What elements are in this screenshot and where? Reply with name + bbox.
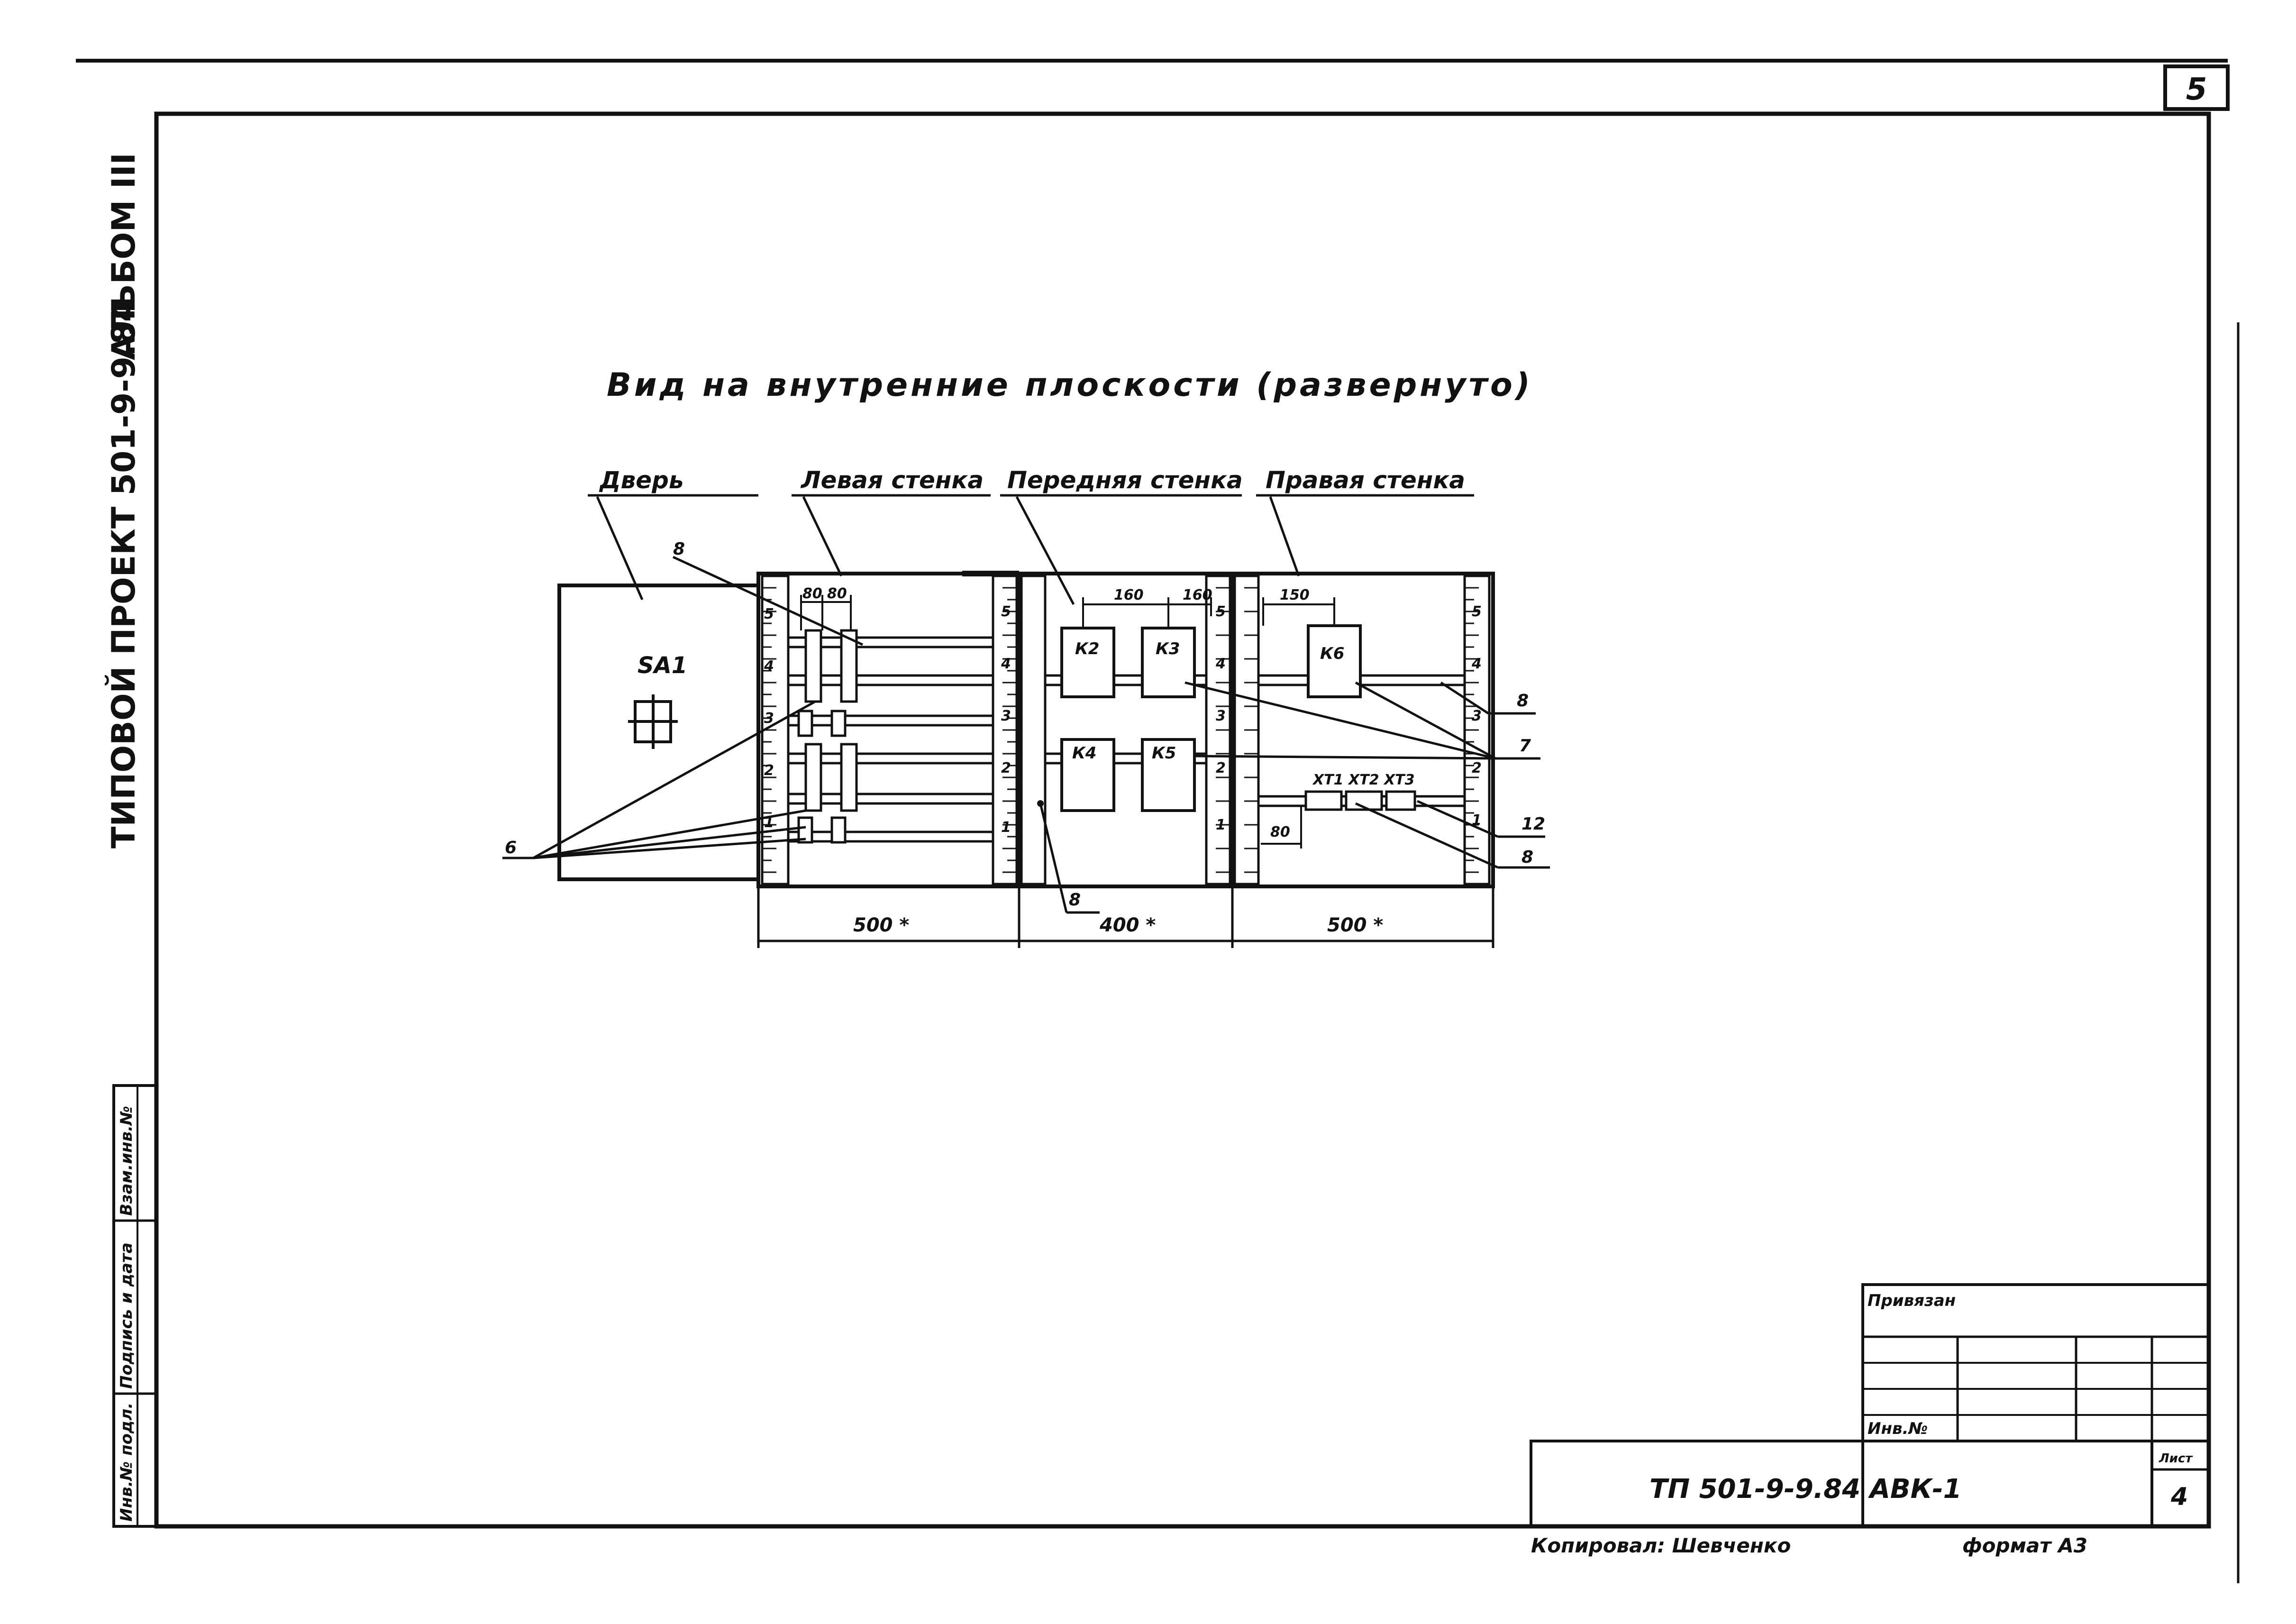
stamp-signature-date: Подпись и дата <box>117 1242 136 1389</box>
svg-text:1: 1 <box>1001 819 1011 836</box>
relay-k3-label: К3 <box>1156 639 1180 658</box>
svg-text:1: 1 <box>1216 817 1226 833</box>
left-wall-rails <box>788 636 993 843</box>
svg-text:8: 8 <box>1517 691 1529 711</box>
relay-k4 <box>1060 738 1115 812</box>
front-wall-top-dims: 160 160 <box>1082 587 1212 628</box>
page-number-box <box>2163 64 2230 111</box>
terminal-xt2-label: ХТ2 <box>1348 772 1379 788</box>
tb-inv-no: Инв.№ <box>1868 1419 1928 1438</box>
tb-format: формат А3 <box>1962 1534 2087 1557</box>
label-door: Дверь <box>599 466 684 494</box>
svg-text:4: 4 <box>1215 656 1226 672</box>
title-block: Привязан Инв.№ ТП 501-9-9.84 АВК-1 Лист … <box>1530 1283 2210 1557</box>
svg-text:80: 80 <box>1270 824 1290 840</box>
relay-k5-label: К5 <box>1152 744 1176 763</box>
svg-text:12: 12 <box>1522 814 1545 834</box>
left-wall-devices <box>797 629 858 844</box>
door-device-label: SA1 <box>638 652 687 679</box>
terminal-xt1-label: ХТ1 <box>1312 772 1343 788</box>
left-wall-top-dims: 80 80 <box>800 585 852 630</box>
panel-outline <box>756 572 1495 888</box>
label-right-wall: Правая стенка <box>1266 466 1465 494</box>
svg-text:160: 160 <box>1114 587 1144 603</box>
relay-k4-label: К4 <box>1072 744 1096 763</box>
scale-rulers <box>761 575 1491 885</box>
relay-k2 <box>1060 627 1115 698</box>
svg-text:3: 3 <box>1001 708 1011 724</box>
right-wall-dims: 150 80 <box>1261 587 1335 848</box>
svg-text:150: 150 <box>1280 587 1310 603</box>
front-wall-rails <box>1045 674 1206 765</box>
tb-designation: ТП 501-9-9.84 АВК-1 <box>1649 1474 1962 1505</box>
svg-text:5: 5 <box>764 606 774 622</box>
dim-bottom-mid: 400 * <box>1099 914 1156 936</box>
relay-k5 <box>1141 738 1196 812</box>
svg-text:4: 4 <box>764 658 774 675</box>
terminal-xt1 <box>1304 790 1343 811</box>
svg-text:80: 80 <box>802 585 822 602</box>
svg-text:3: 3 <box>1472 708 1482 724</box>
tb-sheet-label: Лист <box>2159 1451 2193 1466</box>
svg-text:5: 5 <box>1001 603 1011 620</box>
svg-text:160: 160 <box>1183 587 1212 603</box>
view-title: Вид на внутренние плоскости (развернуто) <box>607 366 1533 404</box>
page-number: 5 <box>2186 72 2207 107</box>
svg-text:3: 3 <box>764 710 774 727</box>
svg-text:4: 4 <box>1471 656 1482 672</box>
bottom-dimensions: 500 * 400 * 500 * <box>757 886 1494 948</box>
svg-text:7: 7 <box>1519 736 1531 756</box>
tb-copied-by: Копировал: Шевченко <box>1531 1534 1791 1557</box>
svg-text:3: 3 <box>1216 708 1226 724</box>
svg-text:6: 6 <box>505 838 517 858</box>
terminal-xt3-label: ХТ3 <box>1383 772 1414 788</box>
stamp-column: Инв.№ подл. Подпись и дата Взам.инв.№ <box>112 1084 158 1528</box>
svg-text:2: 2 <box>764 762 774 779</box>
scale-numbers: 5 4 3 2 1 5 4 3 2 1 5 4 3 2 1 5 4 3 2 1 <box>764 603 1482 836</box>
svg-text:80: 80 <box>827 585 847 602</box>
side-label-project: ТИПОВОЙ ПРОЕКТ 501-9-9.84 <box>105 300 143 848</box>
svg-text:2: 2 <box>1216 760 1226 776</box>
svg-text:5: 5 <box>1472 603 1482 620</box>
svg-text:4: 4 <box>1001 656 1011 672</box>
svg-text:8: 8 <box>1522 848 1533 867</box>
front-wall-relays: К2 К3 К4 К5 <box>1060 627 1196 812</box>
svg-text:2: 2 <box>1472 760 1482 776</box>
terminal-xt3 <box>1385 790 1416 811</box>
tb-privyazan: Привязан <box>1868 1291 1956 1310</box>
dim-bottom-right: 500 * <box>1327 914 1383 936</box>
stamp-inv-podl: Инв.№ подл. <box>117 1403 136 1522</box>
svg-text:2: 2 <box>1001 760 1011 776</box>
relay-k3 <box>1141 627 1196 698</box>
stamp-vzam-inv: Взам.инв.№ <box>117 1106 136 1216</box>
tb-sheet-number: 4 <box>2170 1483 2188 1511</box>
side-label-album: АЛЬБОМ III <box>105 153 143 360</box>
label-left-wall: Левая стенка <box>800 466 984 494</box>
relay-k6-label: К6 <box>1320 644 1344 663</box>
relay-k6 <box>1307 624 1362 698</box>
callout-leaders: 8 6 8 7 12 8 8 <box>502 539 1550 914</box>
svg-text:8: 8 <box>1069 890 1081 910</box>
dim-bottom-left: 500 * <box>853 914 909 936</box>
svg-text:5: 5 <box>1216 603 1226 620</box>
svg-text:1: 1 <box>1472 812 1482 829</box>
svg-text:8: 8 <box>673 539 685 559</box>
relay-k2-label: К2 <box>1075 639 1099 658</box>
right-wall-devices: К6 ХТ1 ХТ2 ХТ3 <box>1304 624 1416 811</box>
label-front-wall: Передняя стенка <box>1007 466 1243 494</box>
drawing-frame <box>154 111 2211 1529</box>
